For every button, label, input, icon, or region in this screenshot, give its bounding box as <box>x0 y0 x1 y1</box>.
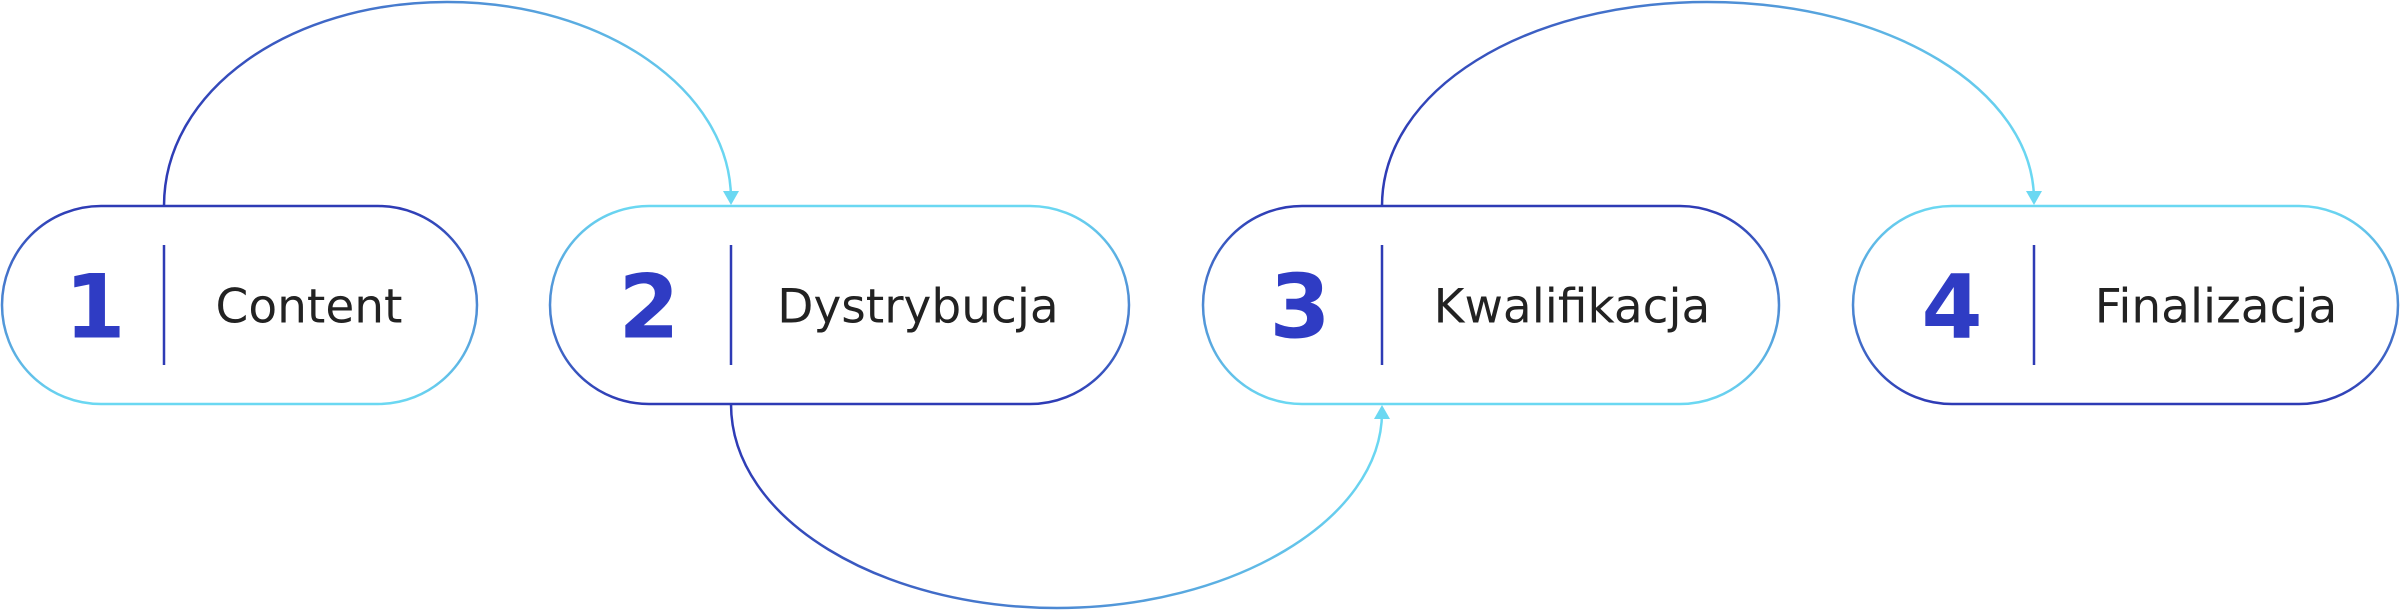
step-pill <box>1851 204 2400 406</box>
connector-3-4 <box>1380 0 2042 207</box>
step-label: Finalizacja <box>2095 280 2338 335</box>
connector-1-2 <box>162 0 739 207</box>
step-4: 4 Finalizacja <box>1851 204 2400 406</box>
step-3: 3 Kwalifikacja <box>1201 204 1781 406</box>
connector-2-3 <box>729 403 1390 610</box>
arrowhead-icon <box>1374 405 1390 419</box>
arrowhead-icon <box>723 191 739 205</box>
step-number: 3 <box>1269 256 1330 359</box>
step-label: Dystrybucja <box>777 280 1058 335</box>
step-label: Kwalifikacja <box>1434 280 1711 335</box>
step-pill <box>1201 204 1781 406</box>
step-pill <box>0 204 479 406</box>
step-number: 4 <box>1921 256 1982 359</box>
step-number: 2 <box>618 256 679 359</box>
arrowhead-icon <box>2026 191 2042 205</box>
step-2: 2 Dystrybucja <box>548 204 1131 406</box>
step-pill <box>548 204 1131 406</box>
step-1: 1 Content <box>0 204 479 406</box>
step-number: 1 <box>64 256 125 359</box>
step-label: Content <box>216 280 403 335</box>
